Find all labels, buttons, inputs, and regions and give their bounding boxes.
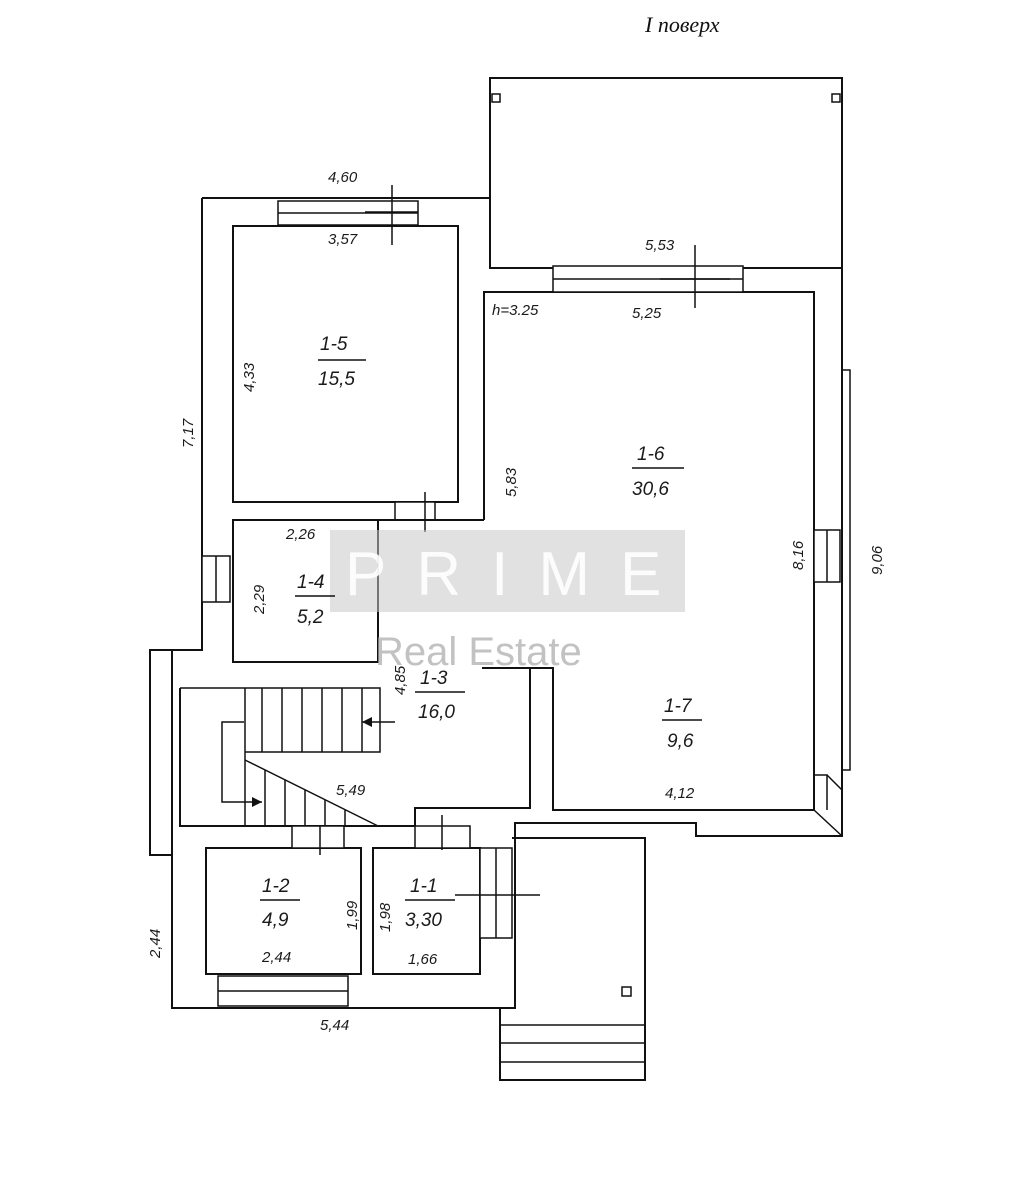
room-area: 4,9 bbox=[262, 910, 289, 931]
room-id: 1-5 bbox=[320, 334, 348, 355]
terrace bbox=[489, 77, 843, 268]
room-id: 1-1 bbox=[410, 876, 437, 897]
dimension-label: 2,44 bbox=[261, 949, 291, 966]
room-area: 15,5 bbox=[318, 369, 355, 390]
room-id: 1-3 bbox=[420, 668, 448, 689]
dimension-label: 9,06 bbox=[869, 545, 886, 575]
dimension-label: 3,57 bbox=[328, 231, 358, 248]
porch bbox=[499, 837, 646, 1081]
dimension-label: 5,25 bbox=[632, 305, 662, 322]
room-id: 1-2 bbox=[262, 876, 290, 897]
dimension-label: 5,44 bbox=[320, 1017, 349, 1034]
room-area: 16,0 bbox=[418, 702, 455, 723]
room-area: 30,6 bbox=[632, 479, 669, 500]
room-1-2 bbox=[205, 825, 362, 1007]
room-id: 1-6 bbox=[637, 444, 665, 465]
dimension-label: 1,99 bbox=[344, 900, 361, 930]
watermark-brand: PRIMES bbox=[345, 540, 763, 609]
room-labels: 1-5 15,5 1-6 30,6 1-4 5,2 1-3 16,0 1-7 9… bbox=[260, 334, 702, 931]
door-marks bbox=[319, 185, 730, 896]
dimension-label: 2,26 bbox=[285, 526, 316, 543]
dimension-labels: 4,60 3,57 5,53 5,25 4,33 7,17 5,83 8,16 … bbox=[147, 169, 886, 1034]
room-id: 1-7 bbox=[664, 696, 693, 717]
room-id: 1-4 bbox=[297, 572, 324, 593]
dimension-label: 5,49 bbox=[336, 782, 366, 799]
dimension-label: 4,60 bbox=[328, 169, 358, 186]
dimension-label: 2,29 bbox=[251, 584, 268, 615]
dimension-label: 7,17 bbox=[180, 418, 197, 448]
room-area: 5,2 bbox=[297, 607, 324, 628]
ceiling-height: h=3.25 bbox=[492, 302, 539, 319]
watermark-sub: Real Estate bbox=[375, 630, 582, 674]
room-area: 3,30 bbox=[405, 910, 442, 931]
floor-title: I поверх bbox=[644, 12, 720, 37]
room-area: 9,6 bbox=[667, 731, 694, 752]
dimension-label: 5,83 bbox=[503, 467, 520, 497]
room-1-1 bbox=[372, 825, 513, 975]
dimension-label: 4,85 bbox=[392, 665, 409, 695]
room-1-6 bbox=[482, 265, 851, 837]
dimension-label: 2,44 bbox=[147, 929, 164, 959]
watermark: PRIMES Real Estate bbox=[330, 530, 763, 674]
dimension-label: 8,16 bbox=[790, 540, 807, 570]
dimension-label: 4,12 bbox=[665, 785, 695, 802]
dimension-label: 4,33 bbox=[241, 362, 258, 392]
dimension-label: 1,66 bbox=[408, 951, 438, 968]
room-1-3 bbox=[179, 519, 531, 827]
dimension-label: 1,98 bbox=[377, 902, 394, 932]
dimension-label: 5,53 bbox=[645, 237, 675, 254]
